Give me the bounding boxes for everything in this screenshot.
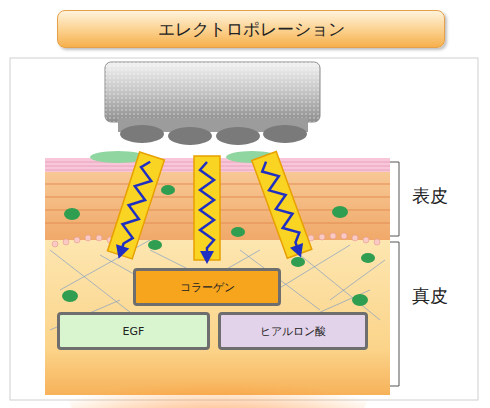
current-arrow bbox=[194, 156, 220, 264]
layer-label: 真皮 bbox=[412, 284, 448, 308]
box-label: コラーゲン bbox=[180, 280, 235, 295]
bracket bbox=[390, 242, 399, 386]
device bbox=[105, 62, 320, 145]
current-arrow bbox=[106, 152, 164, 263]
current-arrow bbox=[252, 152, 313, 262]
title-text: エレクトロポレーション bbox=[158, 18, 345, 41]
ingredient-box: EGF bbox=[57, 312, 210, 350]
bracket bbox=[390, 162, 399, 236]
box-label: EGF bbox=[123, 325, 145, 338]
layer-label: 表皮 bbox=[412, 184, 448, 208]
dermis-heat bbox=[68, 353, 368, 408]
box-label: ヒアルロン酸 bbox=[260, 324, 326, 339]
ingredient-box: コラーゲン bbox=[133, 268, 281, 306]
outer-frame bbox=[10, 58, 478, 400]
ingredient-box: ヒアルロン酸 bbox=[218, 312, 368, 350]
title-box: エレクトロポレーション bbox=[57, 10, 445, 48]
